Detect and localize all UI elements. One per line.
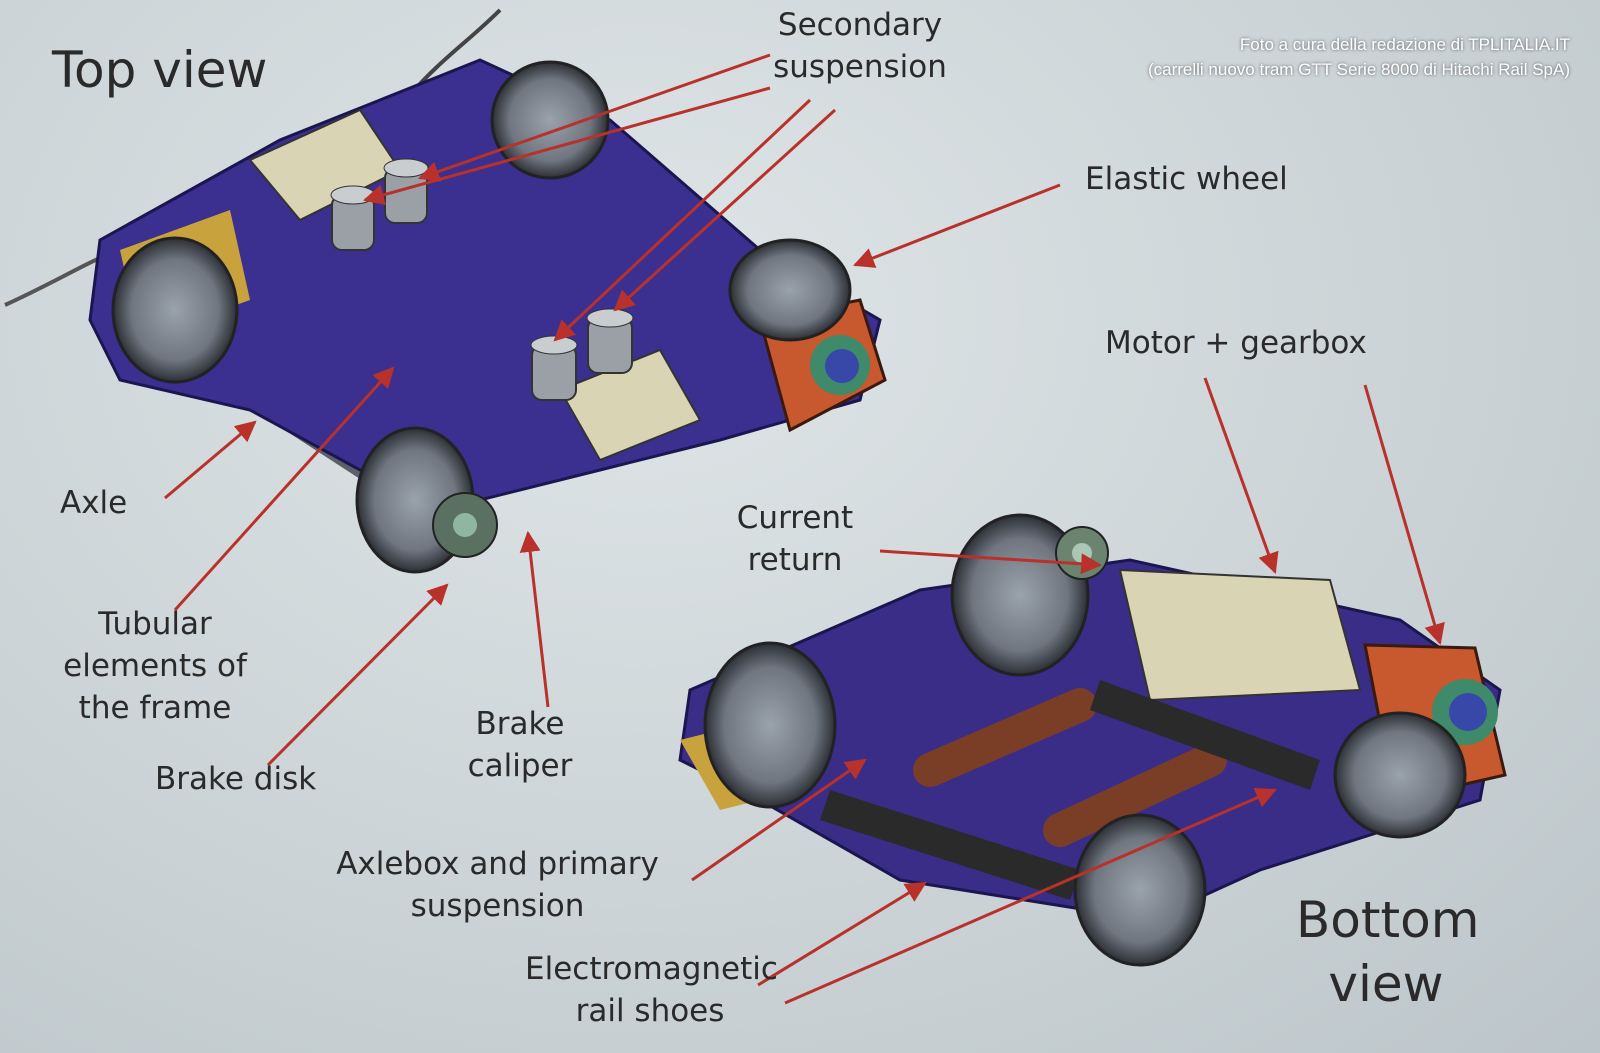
arrow-tubular-elements — [173, 366, 395, 612]
label-brake-caliper-line2: caliper — [467, 748, 573, 784]
label-secondary-suspension: Secondary suspension — [760, 4, 960, 88]
bottom-tube-2 — [1043, 743, 1227, 847]
annotation-arrows — [164, 53, 1445, 1005]
label-tubular-elements-line1: Tubular — [98, 606, 212, 642]
label-current-return: Current return — [720, 497, 870, 581]
photo-credit: Foto a cura della redazione di TPLITALIA… — [1148, 32, 1570, 82]
label-rail-shoes-line2: rail shoes — [575, 993, 725, 1029]
top-view-title: Top view — [52, 41, 268, 99]
bottom-rail-shoe-1 — [820, 790, 1080, 900]
top-view-bogie — [4, 8, 887, 574]
top-wheel-rear-right — [728, 238, 852, 342]
arrow-elastic-wheel — [853, 183, 1061, 268]
label-current-return-line1: Current — [736, 500, 854, 536]
label-axlebox-primary-suspension: Axlebox and primary suspension — [335, 843, 660, 927]
label-axlebox-line2: suspension — [410, 888, 585, 924]
bottom-view-title-line1: Bottom — [1296, 891, 1480, 949]
label-motor-gearbox: Motor + gearbox — [1105, 325, 1367, 361]
top-brake-hub — [453, 513, 477, 537]
label-secondary-suspension-line1: Secondary — [777, 7, 943, 43]
label-axle: Axle — [60, 485, 128, 521]
top-gearbox-shaft — [825, 349, 859, 383]
label-current-return-line2: return — [747, 542, 843, 578]
label-electromagnetic-rail-shoes: Electromagnetic rail shoes — [525, 948, 778, 1032]
label-axlebox-line1: Axlebox and primary — [336, 846, 659, 882]
arrow-secondary-suspension-2 — [362, 86, 771, 206]
arrow-current-return — [879, 549, 1103, 575]
arrow-gearbox — [1363, 384, 1445, 646]
arrow-rail-shoes-2 — [784, 787, 1277, 1005]
label-tubular-elements: Tubular elements of the frame — [55, 603, 255, 729]
bottom-tube-1 — [913, 688, 1097, 787]
arrow-brake-caliper — [519, 530, 550, 708]
bottom-wheel-front-left — [703, 641, 837, 809]
arrow-secondary-suspension-1 — [418, 53, 771, 182]
bottom-motor — [1118, 568, 1362, 702]
label-brake-caliper-line1: Brake — [475, 706, 565, 742]
bottom-wheel-rear-left — [1073, 813, 1207, 967]
arrow-brake-disk — [266, 583, 449, 767]
bottom-rail-shoe-2 — [1090, 680, 1320, 790]
top-secondary-springs — [330, 158, 634, 401]
arrow-rail-shoes-1 — [757, 881, 927, 987]
arrow-axle — [164, 420, 257, 500]
photo-credit-line2: (carrelli nuovo tram GTT Serie 8000 di H… — [1147, 60, 1570, 79]
label-rail-shoes-line1: Electromagnetic — [525, 951, 778, 987]
label-brake-caliper: Brake caliper — [460, 703, 580, 787]
label-tubular-elements-line2: elements of — [63, 648, 247, 684]
bottom-view-title-line2: view — [1328, 955, 1444, 1013]
arrow-secondary-suspension-4 — [613, 108, 837, 312]
arrow-axlebox — [691, 758, 867, 882]
bottom-wheel-front-right — [950, 513, 1090, 677]
bottom-gearbox-shaft — [1449, 693, 1487, 731]
top-wheel-rear-left — [490, 60, 610, 180]
bottom-view-title: Bottom view — [1296, 888, 1480, 1016]
top-wheel-front-left — [111, 236, 239, 384]
photo-credit-line1: Foto a cura della redazione di TPLITALIA… — [1239, 35, 1570, 54]
label-elastic-wheel: Elastic wheel — [1085, 161, 1288, 197]
arrow-motor — [1203, 377, 1279, 574]
bottom-wheel-rear-right — [1333, 711, 1467, 839]
bottom-view-bogie — [678, 513, 1507, 967]
arrow-secondary-suspension-3 — [553, 98, 812, 342]
label-tubular-elements-line3: the frame — [78, 690, 232, 726]
label-brake-disk: Brake disk — [155, 761, 317, 797]
label-secondary-suspension-line2: suspension — [773, 49, 947, 85]
bottom-current-return-hub — [1072, 543, 1092, 563]
